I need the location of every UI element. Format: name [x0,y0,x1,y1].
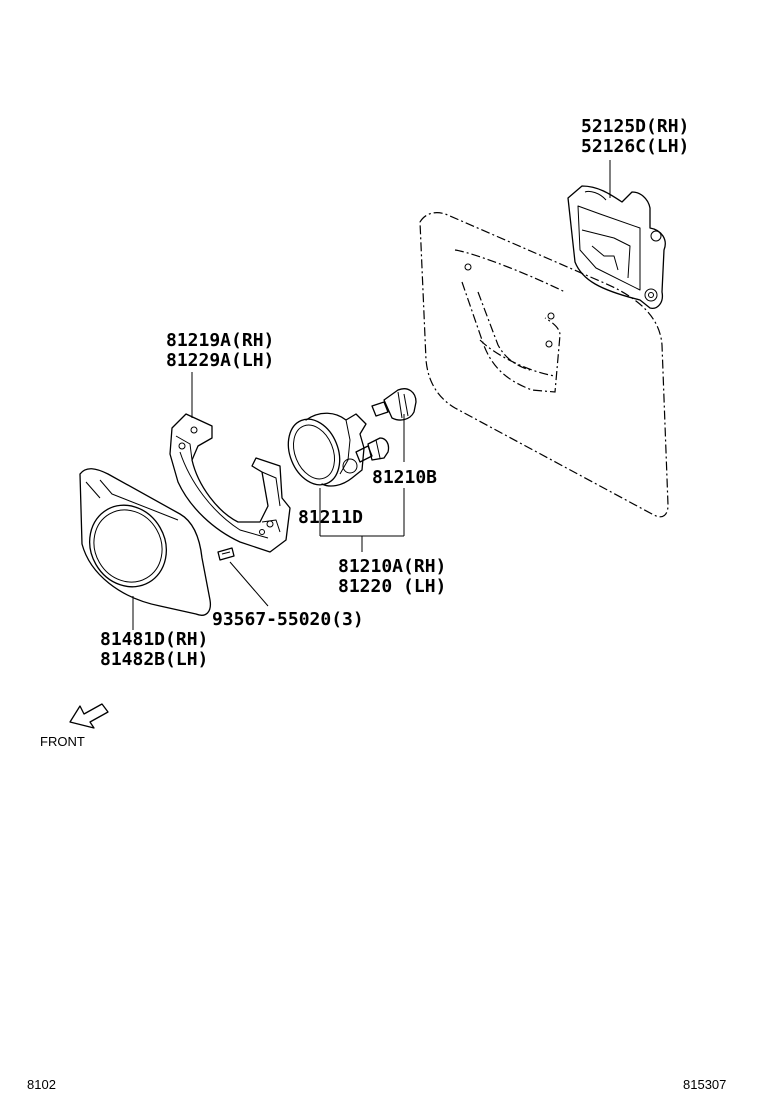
bulb-81210b-upper [371,388,417,421]
label-81210b: 81210B [372,467,437,488]
fog-lamp-81211 [287,412,367,487]
label-81220: 81220 (LH) [338,576,446,597]
lamp-bracket-52125 [567,185,666,309]
label-93567: 93567-55020(3) [212,609,364,630]
label-81482: 81482B(LH) [100,649,208,670]
lamp-case-81219 [169,413,291,553]
screw-93567 [217,547,235,561]
front-arrow-icon [69,703,109,729]
bumper-cover-outline [419,212,669,518]
label-81229: 81229A(LH) [166,350,274,371]
label-81481: 81481D(RH) [100,629,208,650]
label-81210a: 81210A(RH) [338,556,446,577]
footer-right-code: 815307 [683,1077,726,1092]
leader-lines [132,160,611,630]
label-81211: 81211D [298,507,363,528]
label-81219: 81219A(RH) [166,330,274,351]
bezel-81481 [79,468,212,616]
footer-left-code: 8102 [27,1077,56,1092]
label-52126: 52126C(LH) [581,136,689,157]
bulb-81210b-lower [355,437,390,463]
label-52125: 52125D(RH) [581,116,689,137]
front-label: FRONT [40,734,85,749]
